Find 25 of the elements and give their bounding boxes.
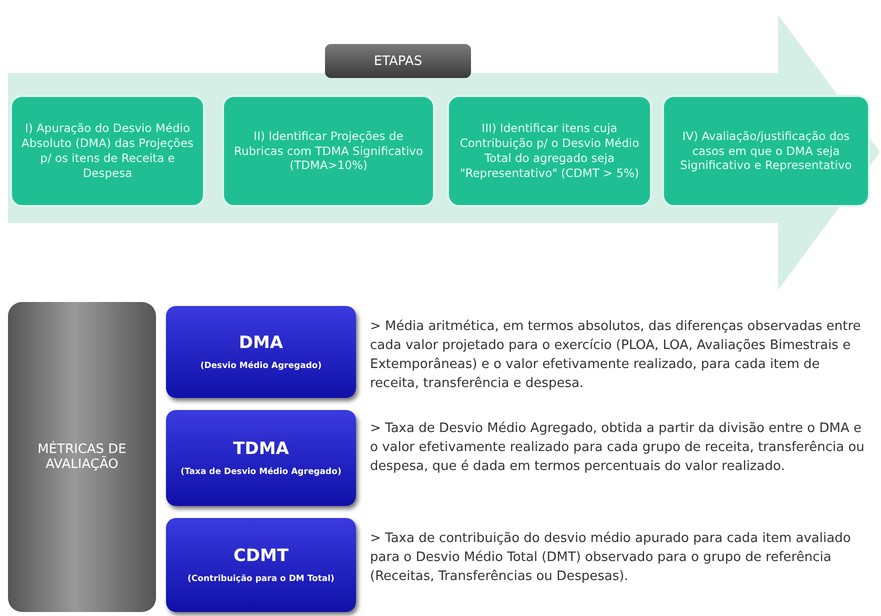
description-text: > Taxa de Desvio Médio Agregado, obtida a partir da divisão entre o DMA e o valor efetivamente realizado para cada grupo de receita, transferência ou despesa, que é dada em termos percentuais do valor realizado. (370, 420, 866, 476)
metric-box (166, 306, 356, 398)
step-text: I) Apuração do Desvio Médio Absoluto (DMA) das Projeções p/ os itens de Receita e Despesa (20, 121, 195, 181)
panel-label: MÉTRICAS DE AVALIAÇÃO (36, 442, 128, 472)
header-box (325, 44, 471, 78)
metric-name: TDMA (233, 439, 289, 459)
metric-subtitle: (Desvio Médio Agregado) (200, 361, 322, 371)
step-text: III) Identificar itens cuja Contribuição p/ o Desvio Médio Total do agregado seja "Representativo" (CDMT > 5%) (458, 121, 640, 181)
metric-box (166, 410, 356, 506)
description-text: > Média aritmética, em termos absolutos, das diferenças observadas entre cada valor projetado para o exercício (PLOA, LOA, Avaliações Bimestrais e Extemporâneas) e o valor efetivamente realizado, para cada item de receita, transferência e despesa. (370, 318, 862, 393)
category-panel (8, 302, 156, 612)
metric-subtitle: (Contribuição para o DM Total) (188, 574, 334, 584)
header-label: ETAPAS (374, 54, 422, 68)
description-text: > Taxa de contribuição do desvio médio apurado para cada item avaliado para o Desvio Médio Total (DMT) observado para o grupo de referência (Receitas, Transferências ou Despesas). (370, 530, 852, 586)
step-box (10, 95, 205, 207)
metric-name: CDMT (233, 546, 289, 566)
step-text: IV) Avaliação/justificação dos casos em que o DMA seja Significativo e Representativo (679, 128, 853, 174)
arrow-band (8, 15, 880, 290)
metric-box (166, 518, 356, 612)
step-box (662, 95, 870, 207)
step-box (222, 95, 435, 207)
metric-subtitle: (Taxa de Desvio Médio Agregado) (180, 467, 342, 477)
step-box (447, 95, 652, 207)
step-text: II) Identificar Projeções de Rubricas com TDMA Significativo (TDMA>10%) (233, 128, 424, 174)
metric-name: DMA (238, 333, 284, 353)
